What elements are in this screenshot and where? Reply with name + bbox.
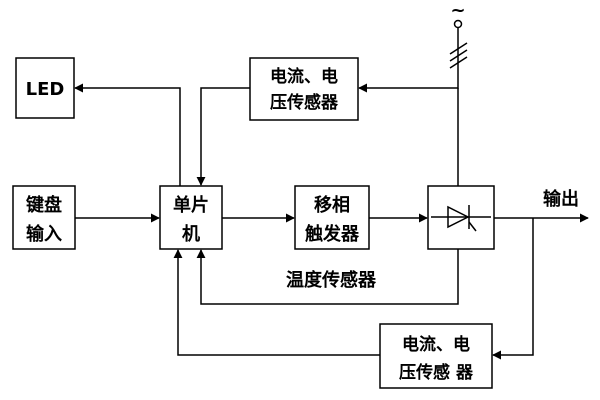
output-label: 输出 xyxy=(543,188,579,210)
top-sensor-to-mcu-arrow xyxy=(196,87,250,186)
ac-source-label: ~ xyxy=(450,0,465,21)
bottom-sensor-label-line1: 电流、电 xyxy=(402,334,470,355)
led-label: LED xyxy=(26,79,65,100)
bottom-sensor-to-mcu-arrow xyxy=(173,249,380,356)
thyristor-triangle-icon xyxy=(447,205,470,229)
temperature-sensor-label: 温度传感器 xyxy=(286,269,377,291)
mcu-to-led-arrow xyxy=(74,83,181,186)
connections xyxy=(74,28,589,360)
output-to-bottom-sensor-arrow xyxy=(492,218,534,360)
phase-slash-1 xyxy=(449,42,468,55)
top-current-voltage-sensor-block: 电流、电 压传感器 xyxy=(249,57,359,121)
microcontroller-block: 单片 机 xyxy=(159,185,223,250)
phase-slash-3 xyxy=(449,56,468,69)
ac-line-to-top-sensor-arrow xyxy=(358,28,459,93)
temperature-feedback-arrow xyxy=(196,249,459,305)
ac-terminal-icon xyxy=(453,19,463,29)
thyristor-gate-icon xyxy=(468,221,477,232)
keyboard-label-line1: 键盘 xyxy=(25,194,62,216)
trigger-label-line2: 触发器 xyxy=(305,223,360,245)
led-block: LED xyxy=(15,57,75,119)
keyboard-input-block: 键盘 输入 xyxy=(12,185,76,250)
mcu-label-line1: 单片 xyxy=(173,194,209,216)
mcu-label-line2: 机 xyxy=(182,224,200,245)
thyristor-block xyxy=(427,185,495,250)
phase-shift-trigger-block: 移相 触发器 xyxy=(294,185,370,250)
phase-slash-2 xyxy=(449,49,468,62)
top-sensor-label-line2: 压传感器 xyxy=(270,92,339,113)
bottom-current-voltage-sensor-block: 电流、电 压传感 器 xyxy=(379,323,493,389)
top-sensor-label-line1: 电流、电 xyxy=(270,66,338,87)
bottom-sensor-label-line2: 压传感 器 xyxy=(399,362,474,383)
keyboard-label-line2: 输入 xyxy=(26,223,62,245)
trigger-label-line1: 移相 xyxy=(314,194,350,216)
